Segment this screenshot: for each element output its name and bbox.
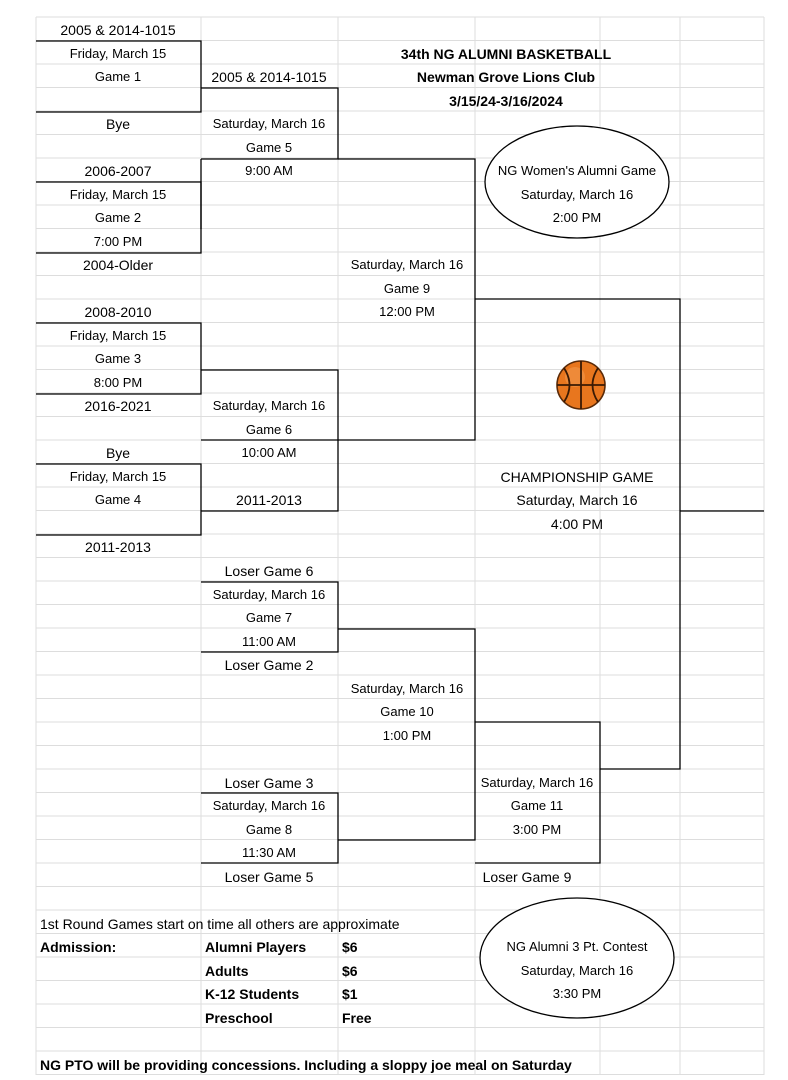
game3-team-bottom: 2016-2021 xyxy=(84,398,152,414)
game3-label: Game 3 xyxy=(94,351,142,366)
game4-day: Friday, March 15 xyxy=(69,469,167,484)
womens-game-time: 2:00 PM xyxy=(552,210,602,225)
game6-team-bottom: 2011-2013 xyxy=(236,492,302,508)
concessions-note: NG PTO will be providing concessions. In… xyxy=(40,1057,572,1073)
contest-time: 3:30 PM xyxy=(552,986,602,1001)
price-value-preschool: Free xyxy=(342,1010,372,1026)
womens-game-ellipse xyxy=(484,125,670,239)
womens-game-title: NG Women's Alumni Game xyxy=(497,163,657,178)
price-value-students: $1 xyxy=(342,986,358,1002)
game2-time: 7:00 PM xyxy=(93,234,143,249)
game2-label: Game 2 xyxy=(94,210,142,225)
game4-label: Game 4 xyxy=(94,492,142,507)
game2-day: Friday, March 15 xyxy=(69,187,167,202)
contest-ellipse xyxy=(479,897,675,1019)
price-label-adults: Adults xyxy=(205,963,249,979)
game8-team-top: Loser Game 3 xyxy=(224,775,314,791)
game8-label: Game 8 xyxy=(245,822,293,837)
championship-day: Saturday, March 16 xyxy=(516,492,638,508)
championship-title: CHAMPIONSHIP GAME xyxy=(500,469,654,485)
game10-label: Game 10 xyxy=(380,704,434,719)
organizer: Newman Grove Lions Club xyxy=(416,69,596,85)
event-dates: 3/15/24-3/16/2024 xyxy=(449,93,563,109)
game1-day: Friday, March 15 xyxy=(69,46,167,61)
game7-day: Saturday, March 16 xyxy=(212,587,326,602)
game5-team-top: 2005 & 2014-1015 xyxy=(211,69,327,85)
game11-day: Saturday, March 16 xyxy=(480,775,594,790)
game3-time: 8:00 PM xyxy=(93,375,143,390)
game11-label: Game 11 xyxy=(510,798,564,813)
game8-team-bottom: Loser Game 5 xyxy=(224,869,314,885)
game4-team-bottom: 2011-2013 xyxy=(85,539,151,555)
game9-time: 12:00 PM xyxy=(379,304,435,319)
game10-time: 1:00 PM xyxy=(382,728,432,743)
page-title: 34th NG ALUMNI BASKETBALL xyxy=(400,46,612,62)
game5-day: Saturday, March 16 xyxy=(212,116,326,131)
womens-game-day: Saturday, March 16 xyxy=(520,187,634,202)
game7-team-bottom: Loser Game 2 xyxy=(224,657,314,673)
game8-day: Saturday, March 16 xyxy=(212,798,326,813)
game1-team-bottom: Bye xyxy=(105,116,131,132)
game7-label: Game 7 xyxy=(245,610,293,625)
game11-time: 3:00 PM xyxy=(512,822,562,837)
price-label-preschool: Preschool xyxy=(205,1010,273,1026)
game3-day: Friday, March 15 xyxy=(69,328,167,343)
game2-team-top: 2006-2007 xyxy=(84,163,152,179)
game1-team-top: 2005 & 2014-1015 xyxy=(60,22,176,38)
price-label-students: K-12 Students xyxy=(205,986,300,1002)
championship-time: 4:00 PM xyxy=(550,516,604,532)
game8-time: 11:30 AM xyxy=(242,845,296,860)
game11-team-bottom: Loser Game 9 xyxy=(482,869,572,885)
game5-label: Game 5 xyxy=(245,140,293,155)
game9-label: Game 9 xyxy=(383,281,431,296)
basketball-icon xyxy=(556,360,606,410)
game6-label: Game 6 xyxy=(245,422,293,437)
game7-team-top: Loser Game 6 xyxy=(224,563,314,579)
game3-team-top: 2008-2010 xyxy=(84,304,152,320)
game2-team-bottom: 2004-Older xyxy=(82,257,154,273)
game5-time: 9:00 AM xyxy=(245,163,293,178)
game6-day: Saturday, March 16 xyxy=(212,398,326,413)
game1-label: Game 1 xyxy=(94,69,142,84)
price-value-alumni: $6 xyxy=(342,939,358,955)
game4-team-top: Bye xyxy=(105,445,131,461)
game10-day: Saturday, March 16 xyxy=(350,681,464,696)
game6-time: 10:00 AM xyxy=(241,445,297,460)
admission-label: Admission: xyxy=(40,939,117,955)
contest-day: Saturday, March 16 xyxy=(520,963,634,978)
game7-time: 11:00 AM xyxy=(242,634,296,649)
price-value-adults: $6 xyxy=(342,963,358,979)
schedule-note: 1st Round Games start on time all others… xyxy=(40,916,400,932)
price-label-alumni: Alumni Players xyxy=(205,939,307,955)
game9-day: Saturday, March 16 xyxy=(350,257,464,272)
contest-title: NG Alumni 3 Pt. Contest xyxy=(506,939,648,954)
